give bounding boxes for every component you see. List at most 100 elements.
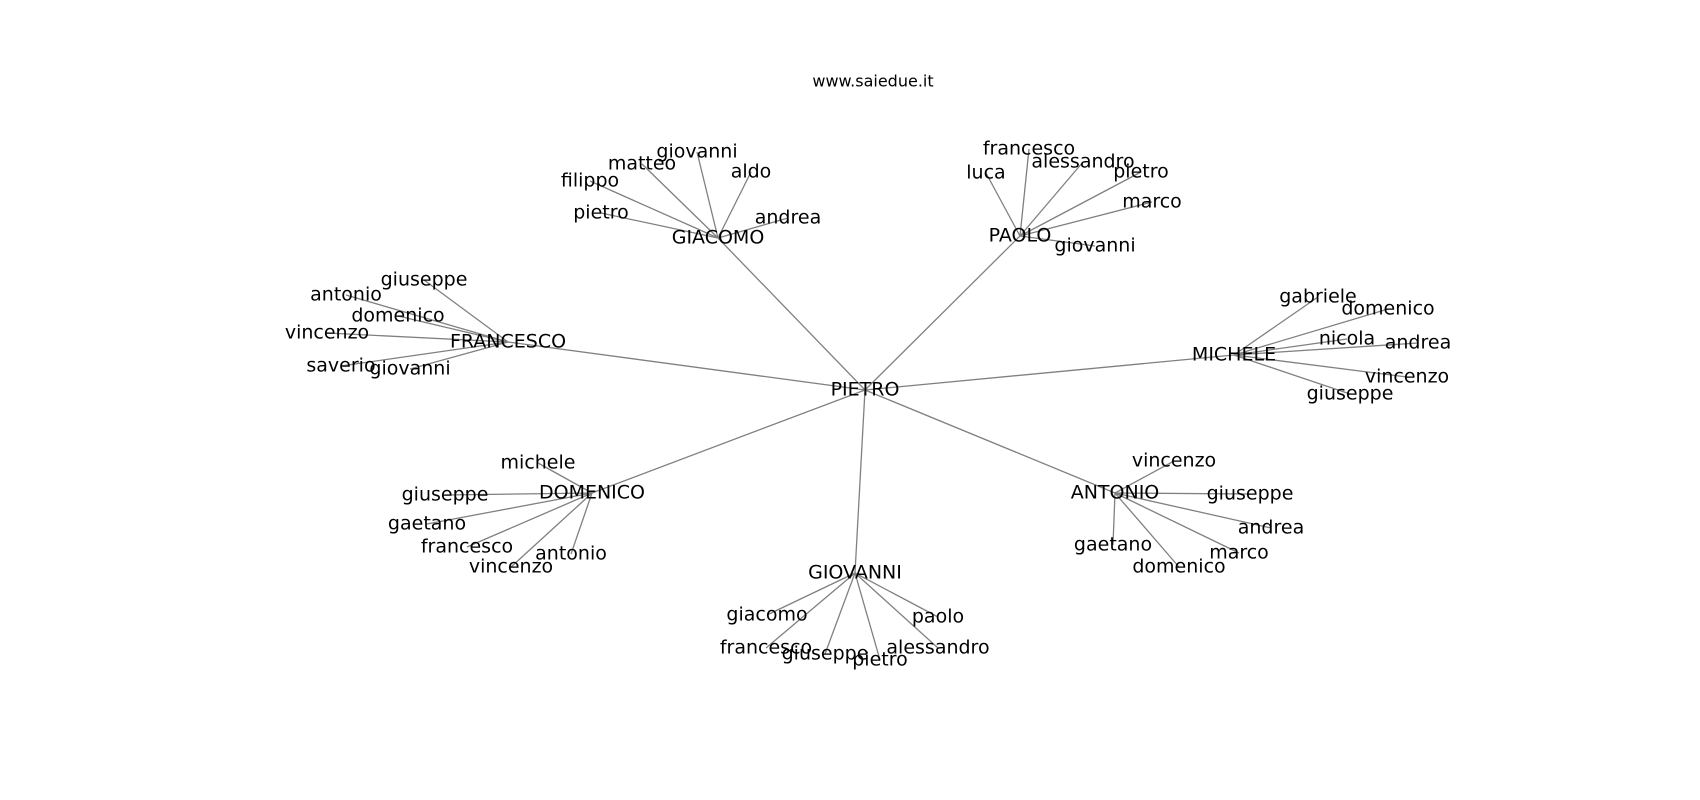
leaf-node-label-giovanni-alessandro: alessandro	[886, 637, 989, 659]
edge-domenico-gaetano	[426, 492, 593, 525]
edge-francesco-antonio	[345, 294, 509, 343]
hub-node-label-francesco: FRANCESCO	[450, 331, 566, 353]
leaf-node-label-paolo-alessandro: alessandro	[1031, 151, 1134, 173]
leaf-node-label-giacomo-andrea: andrea	[755, 207, 821, 229]
leaf-node-label-michele-andrea: andrea	[1385, 332, 1451, 354]
hub-node-label-michele: MICHELE	[1192, 344, 1276, 366]
edge-giacomo-andrea	[717, 217, 789, 239]
edge-giovanni-pietro	[854, 572, 881, 661]
edge-michele-gabriele	[1233, 296, 1319, 356]
edge-giacomo-pietro	[600, 212, 719, 239]
leaf-node-label-giovanni-francesco: francesco	[720, 637, 812, 659]
edge-center-giacomo	[717, 237, 866, 391]
edge-antonio-domenico	[1114, 492, 1180, 568]
edges-layer	[326, 148, 1419, 661]
edge-paolo-marco	[1019, 201, 1153, 237]
edge-antonio-andrea	[1114, 492, 1272, 529]
edge-francesco-giovanni	[409, 341, 509, 370]
leaf-node-label-giovanni-giacomo: giacomo	[726, 604, 807, 626]
edge-michele-andrea	[1233, 342, 1419, 356]
edge-antonio-giuseppe	[1114, 492, 1251, 495]
leaf-node-label-domenico-gaetano: gaetano	[388, 513, 466, 535]
leaf-node-label-francesco-giovanni: giovanni	[369, 358, 450, 380]
edge-center-francesco	[507, 341, 866, 391]
leaf-node-label-giovanni-pietro: pietro	[852, 649, 908, 671]
edge-domenico-michele	[537, 462, 593, 494]
hub-node-label-antonio: ANTONIO	[1071, 482, 1160, 504]
leaf-node-label-giovanni-paolo: paolo	[912, 606, 964, 628]
leaf-node-label-domenico-francesco: francesco	[421, 536, 513, 558]
edge-domenico-giuseppe	[444, 492, 593, 496]
leaf-node-label-domenico-antonio: antonio	[535, 543, 607, 565]
edge-antonio-vincenzo	[1114, 460, 1175, 494]
edge-francesco-giuseppe	[423, 279, 509, 343]
leaf-node-label-antonio-vincenzo: vincenzo	[1132, 450, 1216, 472]
leaf-node-label-domenico-michele: michele	[501, 452, 576, 474]
leaf-node-label-giacomo-filippo: filippo	[561, 170, 619, 192]
leaf-node-label-michele-domenico: domenico	[1341, 298, 1434, 320]
edge-giovanni-alessandro	[854, 572, 939, 649]
edge-center-antonio	[864, 389, 1116, 494]
edge-giacomo-giovanni	[696, 151, 719, 239]
edge-paolo-alessandro	[1019, 161, 1084, 237]
edge-domenico-antonio	[570, 492, 593, 555]
site-label: www.saiedue.it	[812, 72, 933, 91]
hub-node-label-domenico: DOMENICO	[539, 482, 645, 504]
edge-paolo-pietro	[1019, 171, 1142, 237]
leaf-node-label-giovanni-giuseppe: giuseppe	[782, 643, 869, 665]
leaf-node-label-francesco-vincenzo: vincenzo	[285, 322, 369, 344]
edge-giovanni-giuseppe	[824, 572, 856, 655]
edge-domenico-francesco	[466, 492, 593, 548]
hub-node-label-giacomo: GIACOMO	[672, 227, 765, 249]
leaf-node-label-francesco-giuseppe: giuseppe	[381, 269, 468, 291]
leaf-node-label-francesco-domenico: domenico	[351, 305, 444, 327]
leaf-node-label-paolo-francesco: francesco	[983, 138, 1075, 160]
leaf-node-label-francesco-saverio: saverio	[306, 355, 375, 377]
leaf-node-label-domenico-giuseppe: giuseppe	[402, 484, 489, 506]
leaf-node-label-michele-vincenzo: vincenzo	[1365, 366, 1449, 388]
leaf-node-label-domenico-vincenzo: vincenzo	[469, 556, 553, 578]
leaf-node-label-antonio-andrea: andrea	[1238, 517, 1304, 539]
edge-francesco-domenico	[397, 315, 509, 343]
edge-giovanni-francesco	[765, 572, 856, 649]
leaf-node-label-antonio-marco: marco	[1209, 542, 1269, 564]
hub-node-label-paolo: PAOLO	[989, 225, 1052, 247]
center-node-label: PIETRO	[831, 379, 900, 401]
hub-node-label-giovanni: GIOVANNI	[808, 562, 902, 584]
edge-center-domenico	[591, 389, 866, 494]
edge-francesco-vincenzo	[326, 332, 509, 343]
leaf-node-label-giacomo-matteo: matteo	[608, 153, 676, 175]
edge-antonio-marco	[1114, 492, 1240, 554]
labels-layer: www.saiedue.it PIETRO pietro filippomatte…	[285, 72, 1451, 671]
leaf-node-label-giacomo-giovanni: giovanni	[656, 141, 737, 163]
leaf-node-label-paolo-luca: luca	[966, 162, 1005, 184]
leaf-node-label-michele-gabriele: gabriele	[1279, 286, 1357, 308]
leaf-node-label-paolo-giovanni: giovanni	[1054, 235, 1135, 257]
leaf-node-label-antonio-gaetano: gaetano	[1074, 534, 1152, 556]
edge-giovanni-paolo	[854, 572, 939, 618]
edge-center-giovanni	[854, 389, 866, 574]
edge-michele-domenico	[1233, 308, 1389, 356]
leaf-node-label-michele-nicola: nicola	[1319, 328, 1375, 350]
leaf-node-label-paolo-marco: marco	[1122, 191, 1182, 213]
leaf-node-label-francesco-antonio: antonio	[310, 284, 382, 306]
edge-domenico-vincenzo	[510, 492, 593, 568]
leaf-node-label-giacomo-aldo: aldo	[731, 161, 772, 183]
edge-paolo-francesco	[1019, 148, 1030, 237]
leaf-node-label-giacomo-pietro: pietro	[573, 202, 629, 224]
edge-antonio-gaetano	[1112, 492, 1116, 546]
leaf-node-label-paolo-pietro: pietro	[1113, 161, 1169, 183]
edge-giacomo-filippo	[589, 180, 719, 239]
edge-giacomo-matteo	[641, 163, 719, 239]
edge-francesco-saverio	[340, 341, 509, 367]
edge-michele-giuseppe	[1233, 354, 1351, 395]
edge-center-paolo	[864, 235, 1021, 391]
edge-giacomo-aldo	[717, 171, 752, 239]
leaf-node-label-michele-giuseppe: giuseppe	[1307, 383, 1394, 405]
edge-center-michele	[864, 354, 1235, 391]
edge-michele-vincenzo	[1233, 354, 1408, 378]
edge-paolo-luca	[985, 172, 1021, 237]
edge-michele-nicola	[1233, 338, 1348, 356]
